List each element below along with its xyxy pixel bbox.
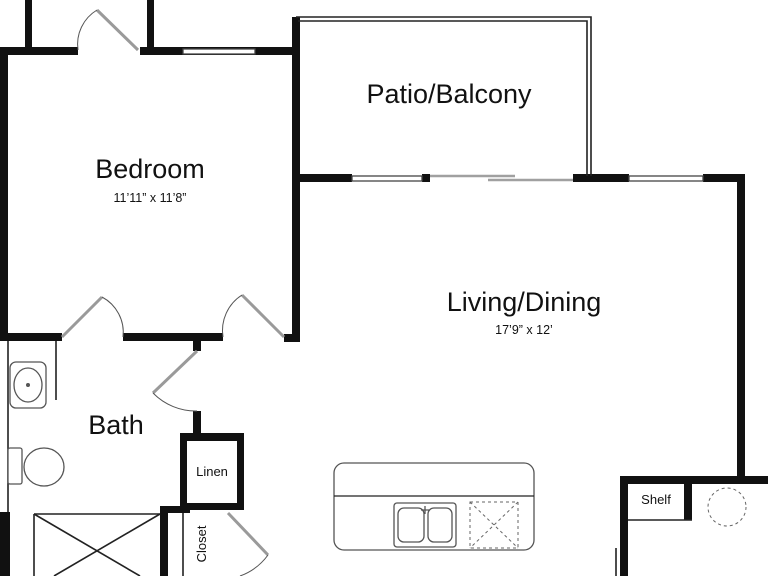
bath-fixtures xyxy=(7,361,65,487)
sliding-door xyxy=(430,174,573,182)
door-bedroom-right xyxy=(222,293,286,339)
closet-label: Closet xyxy=(194,525,209,562)
door-bath xyxy=(151,349,199,412)
water-heater-icon xyxy=(707,487,747,527)
living-dimensions: 17’9” x 12’ xyxy=(495,323,553,337)
dishwasher-icon xyxy=(469,501,519,549)
linen-label: Linen xyxy=(196,464,228,479)
thin-lines xyxy=(7,16,692,576)
kitchen-sink-icon xyxy=(393,502,457,548)
living-label: Living/Dining xyxy=(447,287,602,317)
bath-sink-icon xyxy=(9,361,47,409)
doors xyxy=(60,8,286,576)
door-top-left xyxy=(77,8,140,52)
windows xyxy=(182,48,704,182)
door-bedroom-left xyxy=(60,295,124,339)
bedroom-label: Bedroom xyxy=(95,154,205,184)
kitchen-island xyxy=(333,462,535,551)
bath-label: Bath xyxy=(88,410,144,440)
bedroom-dimensions: 11’11” x 11’8” xyxy=(114,191,187,205)
door-closet xyxy=(226,511,270,576)
patio-label: Patio/Balcony xyxy=(366,79,532,109)
shelf-label: Shelf xyxy=(641,492,671,507)
room-labels: Patio/Balcony Bedroom 11’11” x 11’8” Liv… xyxy=(88,79,671,562)
toilet-icon xyxy=(7,447,65,487)
